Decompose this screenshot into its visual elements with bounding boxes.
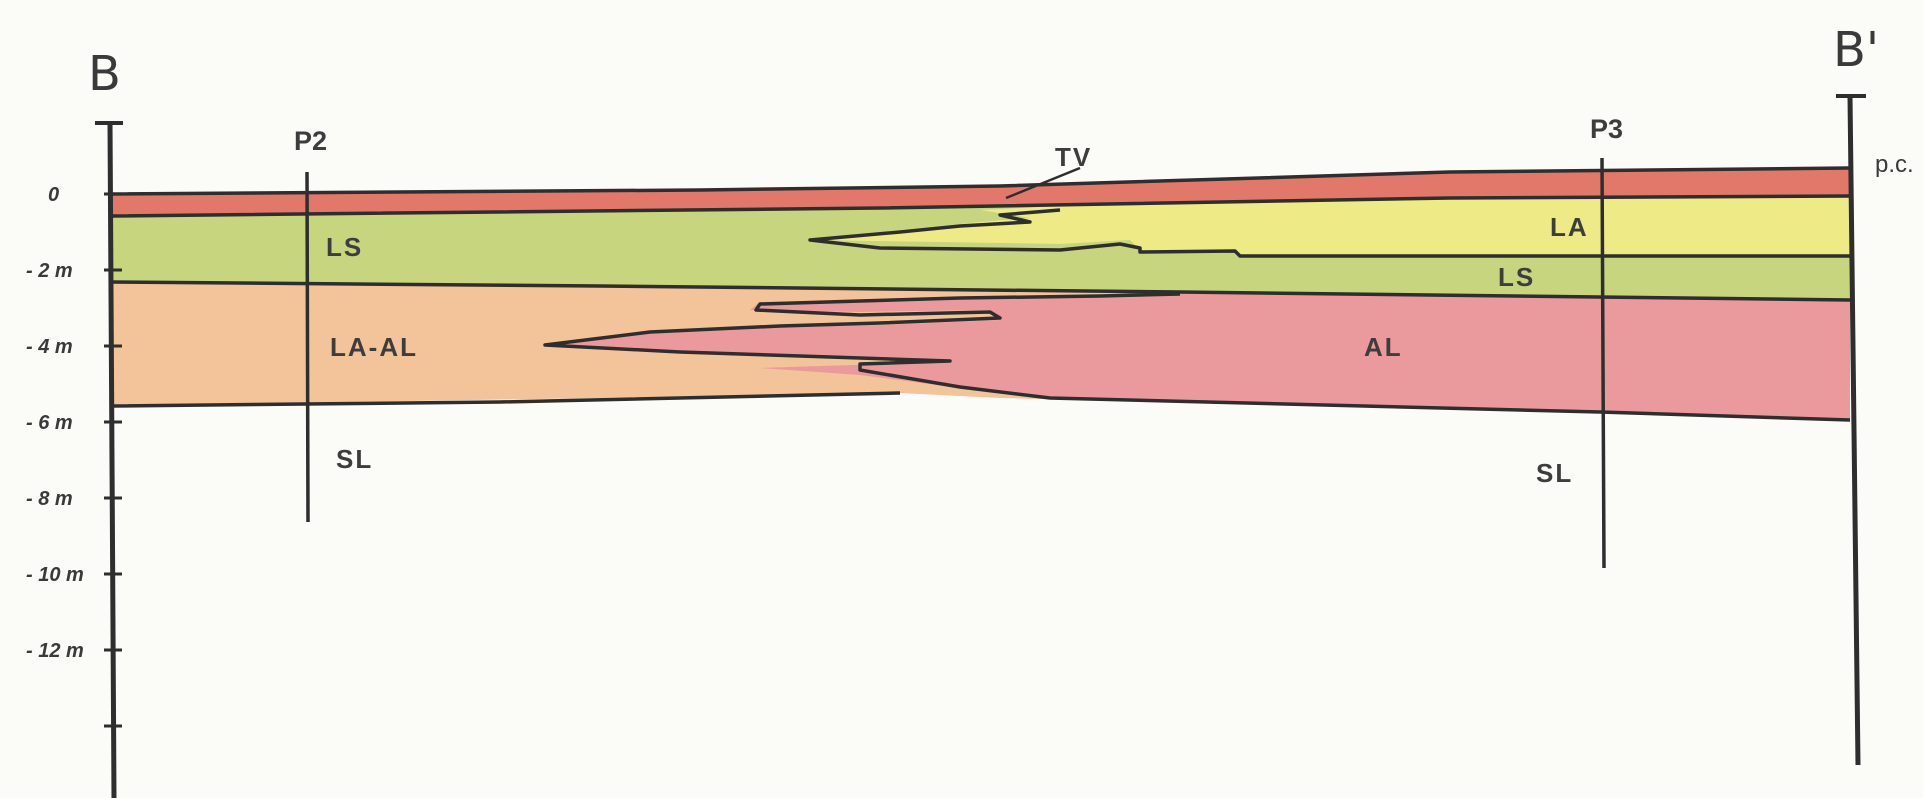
unit-label-sl-left: SL	[336, 444, 373, 474]
well-p3-label: P3	[1590, 114, 1623, 144]
well-p2-label: P2	[294, 126, 327, 156]
section-end-label: B'	[1833, 22, 1879, 78]
depth-tick-label: - 4 m	[26, 336, 73, 358]
unit-label-sl-right: SL	[1536, 458, 1573, 488]
unit-label-ls-left: LS	[326, 232, 363, 262]
depth-tick-label: - 8 m	[26, 488, 73, 510]
surface-marker-label: p.c.	[1875, 151, 1914, 178]
right-axis-line	[1850, 96, 1858, 765]
depth-tick-label: - 10 m	[26, 564, 84, 586]
depth-ticks: 0 - 2 m - 4 m - 6 m - 8 m - 10 m - 12 m	[26, 184, 122, 726]
well-p2-line	[307, 172, 308, 522]
depth-tick-label: - 2 m	[26, 260, 73, 282]
unit-label-ls-right: LS	[1498, 262, 1535, 292]
unit-label-al: AL	[1364, 332, 1403, 362]
well-p3-line	[1602, 158, 1604, 568]
unit-label-la-al: LA-AL	[330, 332, 418, 362]
depth-tick-label: - 12 m	[26, 640, 84, 662]
depth-tick-label: 0	[48, 184, 59, 206]
depth-tick-label: - 6 m	[26, 412, 73, 434]
unit-label-tv: TV	[1055, 142, 1092, 172]
unit-label-la: LA	[1550, 212, 1589, 242]
section-start-label: B	[88, 46, 121, 102]
